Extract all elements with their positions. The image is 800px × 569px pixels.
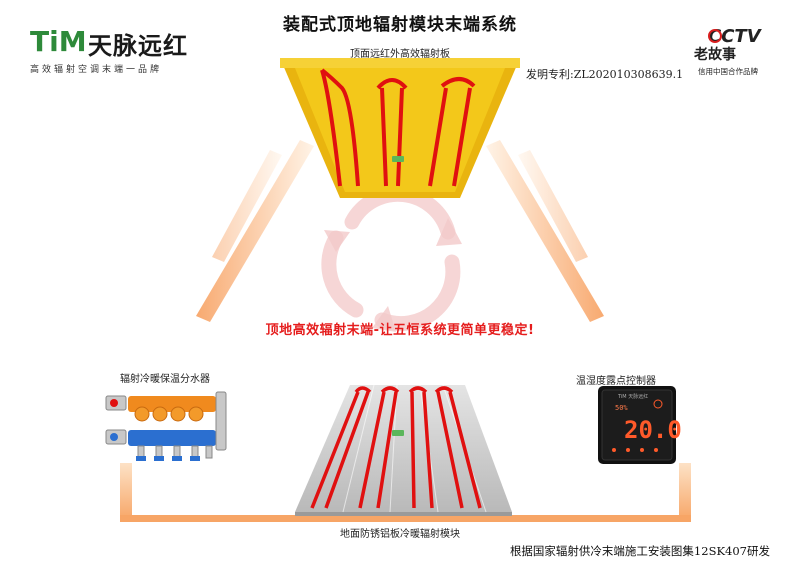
floor-module — [295, 384, 512, 516]
controller-humidity: 50% — [615, 404, 628, 412]
cctv-program: 老故事 — [694, 47, 736, 63]
page-title: 装配式顶地辐射模块末端系统 — [283, 15, 517, 35]
brand-logo: TiM — [30, 25, 87, 58]
cctv-slogan: 信用中国合作品牌 — [698, 67, 758, 76]
controller-temperature: 20.0 — [624, 416, 682, 444]
brand-logo-text: TiM — [30, 25, 87, 58]
connection-frame — [120, 463, 691, 522]
system-slogan: 顶地高效辐射末端-让五恒系统更简单更稳定! — [265, 323, 535, 338]
manifold-label: 辐射冷暖保温分水器 — [120, 374, 210, 385]
circulation-arrows-icon — [321, 186, 461, 332]
controller-label: 温湿度露点控制器 — [576, 376, 656, 387]
controller-brand: TiM 天脉远红 — [618, 394, 649, 400]
brand-name: 天脉远红 — [88, 32, 188, 60]
brand-slogan: 高效辐射空调末端一品牌 — [30, 65, 163, 75]
radiation-beams — [196, 140, 604, 322]
ceiling-panel-label: 顶面远红外高效辐射板 — [350, 49, 450, 60]
patent-number: 发明专利:ZL202010308639.1 — [526, 68, 684, 81]
cctv-logo-text: CCTV — [708, 26, 763, 47]
floor-module-label: 地面防锈铝板冷暖辐射模块 — [340, 529, 460, 540]
cctv-logo: CCTV — [708, 26, 763, 47]
footer-note: 根据国家辐射供冷末端施工安装图集12SK407研发 — [509, 544, 770, 558]
manifold — [105, 391, 227, 461]
controller-device — [598, 386, 676, 464]
ceiling-panel — [280, 58, 520, 198]
